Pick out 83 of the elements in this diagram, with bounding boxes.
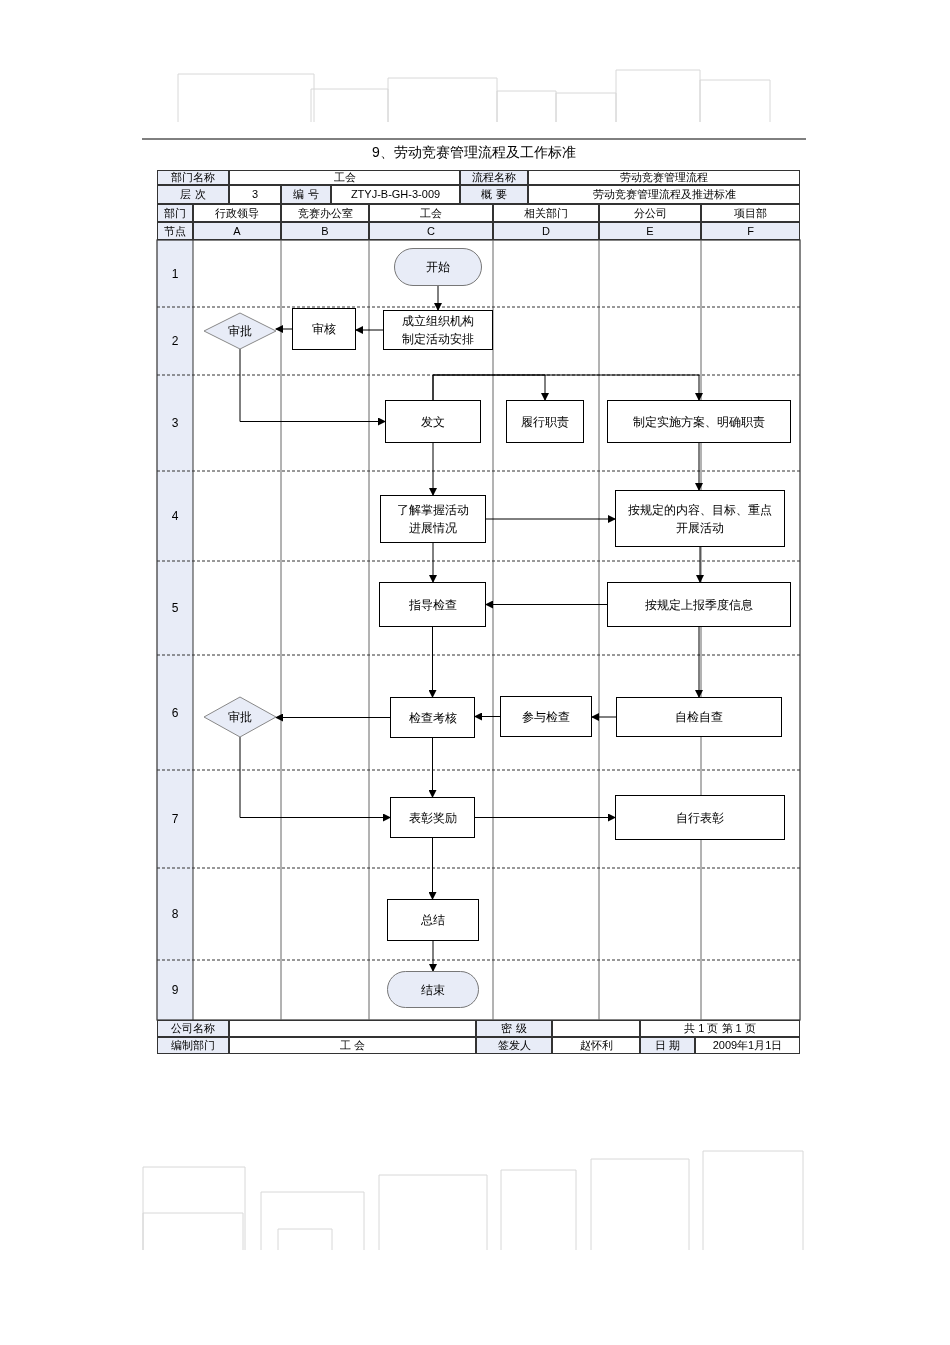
table-cell: 分公司: [599, 204, 701, 222]
arrow: [429, 442, 437, 496]
arrow: [428, 837, 437, 900]
process-box: 按规定的内容、目标、重点开展活动: [615, 490, 785, 547]
row-number: 5: [170, 600, 180, 617]
header-cell: 签发人: [476, 1037, 552, 1054]
process-box: 检查考核: [390, 697, 475, 738]
header-cell: 流程名称: [460, 170, 528, 185]
terminator-shape: 开始: [394, 248, 482, 286]
arrow: [474, 712, 501, 721]
table-cell: 工 会: [229, 1037, 476, 1054]
table-cell: 共 1 页 第 1 页: [640, 1020, 800, 1037]
row-number: 2: [170, 333, 180, 350]
process-box: 审核: [292, 308, 356, 350]
process-box: 总结: [387, 899, 479, 941]
arrow: [485, 600, 608, 609]
arrow: [474, 813, 616, 822]
arrow: [275, 325, 293, 333]
header-cell: 日 期: [640, 1037, 695, 1054]
row-number: 1: [170, 265, 180, 283]
arrow: [695, 442, 703, 491]
header-cell: 编制部门: [157, 1037, 229, 1054]
process-box: 履行职责: [506, 400, 584, 443]
process-box: 表彰奖励: [390, 797, 475, 838]
header-cell: 部门名称: [157, 170, 229, 185]
arrow: [696, 546, 704, 583]
process-box: 发文: [385, 400, 481, 443]
row-number: 3: [170, 415, 180, 432]
process-box: 成立组织机构制定活动安排: [383, 310, 493, 350]
decision-diamond: 审批: [204, 697, 276, 737]
table-cell: 相关部门: [493, 204, 599, 222]
header-cell: B: [281, 222, 369, 240]
process-box: 自检自查: [616, 697, 782, 737]
header-cell: E: [599, 222, 701, 240]
arrow: [434, 285, 442, 311]
table-cell: 工会: [369, 204, 493, 222]
arrow: [428, 737, 437, 798]
process-box: 了解掌握活动进展情况: [380, 495, 486, 543]
table-cell: 劳动竞赛管理流程: [528, 170, 800, 185]
arrow: [355, 326, 384, 334]
title: 9、劳动竞赛管理流程及工作标准: [371, 144, 577, 162]
table-cell: 3: [229, 185, 281, 204]
row-number: 8: [170, 906, 180, 923]
table-cell: ZTYJ-B-GH-3-009: [331, 185, 460, 204]
arrow: [428, 626, 437, 698]
arrow: [239, 348, 386, 426]
process-box: 参与检查: [500, 696, 592, 737]
header-cell: 节点: [157, 222, 193, 240]
arrow: [429, 542, 437, 583]
header-cell: F: [701, 222, 800, 240]
row-number: 7: [170, 811, 180, 828]
table-cell: 工会: [229, 170, 460, 185]
table-cell: 2009年1月1日: [695, 1037, 800, 1054]
row-number: 6: [170, 704, 180, 722]
process-box: 按规定上报季度信息: [607, 582, 791, 627]
arrow: [485, 515, 616, 523]
arrow: [695, 626, 703, 698]
header-cell: A: [193, 222, 281, 240]
header-cell: 公司名称: [157, 1020, 229, 1037]
decision-diamond: 审批: [204, 313, 276, 349]
header-cell: 密 级: [476, 1020, 552, 1037]
arrow: [591, 713, 617, 721]
header-cell: 概 要: [460, 185, 528, 204]
header-cell: 编 号: [281, 185, 331, 204]
table-cell: 行政领导: [193, 204, 281, 222]
process-box: 自行表彰: [615, 795, 785, 840]
row-number: 4: [170, 508, 180, 525]
header-cell: 部门: [157, 204, 193, 222]
arrow: [432, 374, 703, 401]
header-cell: D: [493, 222, 599, 240]
table-cell: 项目部: [701, 204, 800, 222]
process-box: 指导检查: [379, 582, 486, 627]
terminator-shape: 结束: [387, 971, 479, 1008]
header-cell: 层 次: [157, 185, 229, 204]
process-box: 制定实施方案、明确职责: [607, 400, 791, 443]
row-number: 9: [170, 982, 180, 999]
header-cell: C: [369, 222, 493, 240]
table-cell: 劳动竞赛管理流程及推进标准: [528, 185, 800, 204]
arrow: [239, 736, 391, 822]
arrow: [429, 940, 437, 972]
table-cell: 竞赛办公室: [281, 204, 369, 222]
arrow: [275, 713, 391, 722]
table-cell: 赵怀利: [552, 1037, 640, 1054]
